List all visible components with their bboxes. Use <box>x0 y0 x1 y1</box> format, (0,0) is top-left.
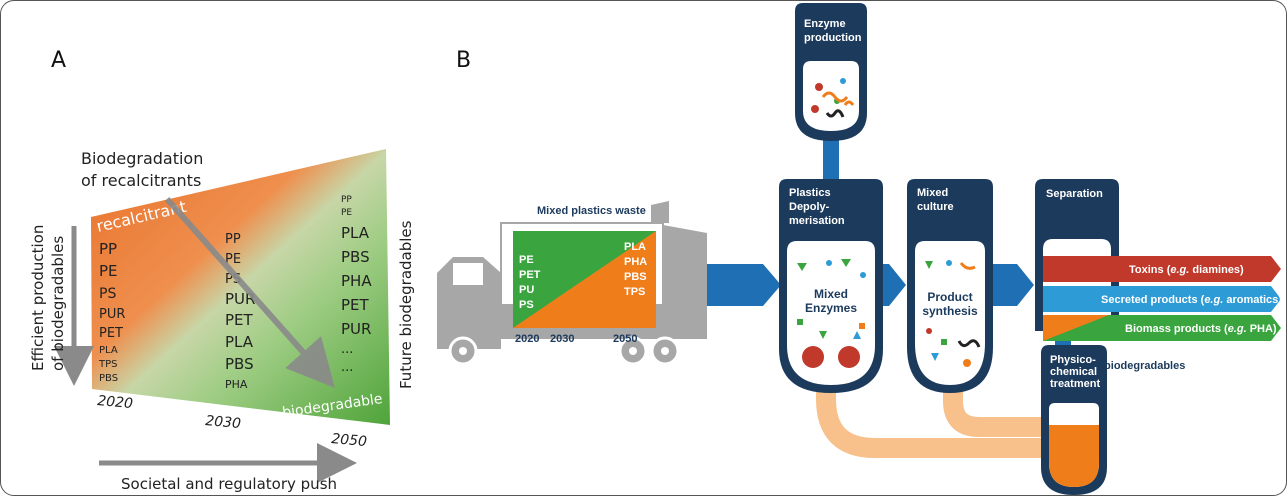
waste-truck <box>437 201 707 366</box>
truck-left-item: PE <box>519 254 534 266</box>
col-2020-item: PP <box>99 240 117 258</box>
col-2050-item: PET <box>341 296 370 314</box>
mixed-culture-line1: Mixed <box>917 187 948 199</box>
enzymes-icon <box>797 259 866 368</box>
bottom-axis-label: Societal and regulatory push <box>121 475 337 493</box>
year-2050: 2050 <box>331 431 368 450</box>
depoly-line3: merisation <box>789 215 845 227</box>
physico-line1: Physico- <box>1050 354 1096 366</box>
col-2020-item: PS <box>99 286 116 302</box>
col-2050-item: PP <box>341 195 352 205</box>
biomass-eg: e.g. <box>1228 323 1247 335</box>
biomass-text: Biomass products ( <box>1125 323 1228 335</box>
biodegradation-arrow <box>164 197 335 388</box>
left-axis-line2: of biodegradables <box>49 236 67 371</box>
return-pipes <box>816 389 1047 458</box>
col-2030-item: PET <box>225 311 254 329</box>
separation-label: Separation <box>1046 188 1103 200</box>
depoly-line2: Depoly- <box>789 201 830 213</box>
col-2050-item: ... <box>341 342 353 357</box>
col-2030-item: PE <box>225 252 241 267</box>
truck-year: 2030 <box>550 333 574 345</box>
col-2050-item: ... <box>341 360 353 375</box>
physico-line2: chemical <box>1050 366 1097 378</box>
secreted-eg: e.g. <box>1204 294 1223 306</box>
truck-title: Mixed plastics waste <box>537 205 646 217</box>
col-2030-item: PLA <box>225 333 254 351</box>
col-2020-item: TPS <box>98 359 118 370</box>
mixed-culture-vessel <box>907 179 993 393</box>
flow-arrow-3 <box>991 264 1034 306</box>
secreted-text: Secreted products ( <box>1101 294 1205 306</box>
left-axis-line1: Efficient production <box>29 225 47 371</box>
col-2020-item: PUR <box>99 307 125 322</box>
truck-year: 2050 <box>613 333 637 345</box>
column-2030: PP PE PS PUR PET PLA PBS PHA <box>225 232 255 391</box>
arrow-text-line1: Biodegradation <box>81 149 203 168</box>
col-2050-item: PLA <box>341 224 370 242</box>
toxins-band <box>1043 256 1281 282</box>
arrow-text-line2: of recalcitrants <box>81 171 201 190</box>
col-2050-item: PBS <box>341 248 370 266</box>
depoly-line1: Plastics <box>789 187 831 199</box>
column-2020: PP PE PS PUR PET PLA TPS PBS <box>98 240 125 384</box>
col-2030-item: PHA <box>225 378 248 391</box>
panel-a-label: A <box>51 48 66 73</box>
year-2020: 2020 <box>97 393 134 412</box>
mixed-culture-line2: culture <box>917 201 954 213</box>
col-2020-item: PLA <box>99 345 118 356</box>
col-2030-item: PUR <box>225 290 255 308</box>
col-2020-item: PE <box>99 262 118 280</box>
col-2050-item: PHA <box>341 272 372 290</box>
flow-arrows <box>707 139 1071 347</box>
microbes-icon <box>925 260 981 367</box>
col-2020-item: PET <box>99 326 123 341</box>
biomass-band <box>1043 315 1281 341</box>
secreted-band <box>1043 286 1281 312</box>
truck-year: 2020 <box>515 333 539 345</box>
truck-orange-overlay <box>513 231 656 328</box>
mixed-enzymes-line1: Mixed <box>814 287 848 301</box>
secreted-rest: aromatics) <box>1223 294 1282 306</box>
product-synthesis-line1: Product <box>927 290 972 304</box>
col-2050-item: PE <box>341 208 352 218</box>
truck-right-item: PLA <box>624 241 646 253</box>
truck-right-item: PBS <box>624 271 647 283</box>
biomass-rest: PHA) <box>1247 323 1277 335</box>
physico-chemical-vessel <box>1041 345 1107 495</box>
col-2030-item: PP <box>225 232 241 247</box>
flow-arrow-1 <box>707 264 781 306</box>
biomass-orange-corner <box>1043 315 1109 341</box>
enzyme-production-line2: production <box>804 32 862 44</box>
mixed-enzymes-line2: Enzymes <box>805 301 857 315</box>
col-2020-item: PBS <box>99 373 118 384</box>
secreted-label: Secreted products (e.g. aromatics) <box>1101 294 1282 306</box>
truck-right-item: PHA <box>624 256 647 268</box>
column-2050: PP PE PLA PBS PHA PET PUR ... ... <box>341 195 372 375</box>
output-bands <box>1043 256 1281 341</box>
right-axis-label: Future biodegradables <box>397 220 415 389</box>
col-2030-item: PBS <box>225 355 254 373</box>
enzyme-production-vessel <box>795 3 867 141</box>
toxins-text: Toxins ( <box>1129 264 1171 276</box>
truck-left-item: PU <box>519 284 534 296</box>
product-synthesis-line2: synthesis <box>922 304 978 318</box>
enzyme-production-line1: Enzyme <box>804 18 846 30</box>
col-2050-item: PUR <box>341 320 371 338</box>
enzyme-feed-pipe <box>823 139 839 179</box>
physico-line3: treatment <box>1050 378 1100 390</box>
microbes-icon <box>811 78 855 118</box>
toxins-label: Toxins (e.g. diamines) <box>1129 264 1244 276</box>
biomass-label: Biomass products (e.g. PHA) <box>1125 323 1277 335</box>
truck-right-item: TPS <box>624 286 645 298</box>
depolymerisation-vessel <box>779 179 883 393</box>
year-2030: 2030 <box>205 413 242 432</box>
truck-left-item: PET <box>519 269 541 281</box>
truck-left-item: PS <box>519 299 534 311</box>
toxins-eg: e.g. <box>1170 264 1189 276</box>
panel-b-label: B <box>456 48 471 73</box>
toxins-rest: diamines) <box>1189 264 1244 276</box>
